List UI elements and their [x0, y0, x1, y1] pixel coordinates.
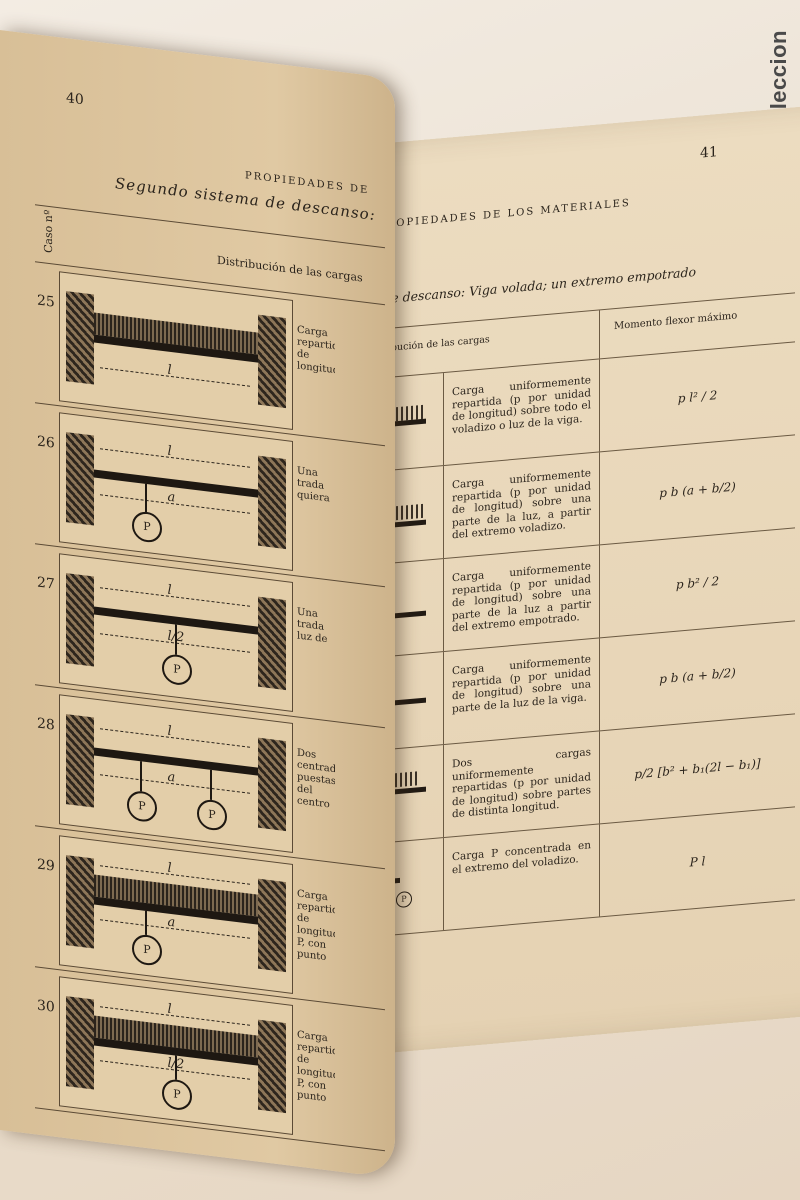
beam: [94, 469, 258, 498]
dim-span: l: [100, 583, 250, 607]
dim-span: l: [100, 363, 250, 387]
dim-span: l: [100, 724, 250, 748]
row-description: Carga uniformemente repartida (p por uni…: [444, 545, 600, 652]
point-load-icon: P: [162, 1077, 192, 1112]
wall-left: [66, 291, 94, 385]
header-distribution: Distribución de las cargas: [217, 253, 363, 285]
row-moment: p b² / 2: [675, 573, 720, 592]
wall-right: [258, 314, 286, 409]
wall-left: [66, 573, 94, 667]
case-text: Carga repartida de longitud: [297, 324, 335, 377]
header-case: Caso nº: [42, 209, 55, 254]
running-head: PROPIEDADES DE LOS MATERIALES: [378, 197, 631, 231]
case-number: 27: [37, 574, 55, 593]
row-description: Carga P concentrada en el extremo del vo…: [444, 824, 600, 931]
case-number: 29: [37, 856, 55, 875]
row-moment: p b (a + b/2): [659, 479, 736, 501]
case-text: Dos centrada puestas del centro: [297, 747, 335, 811]
point-load-icon: P: [127, 789, 157, 824]
load-rod: [145, 483, 147, 515]
row-moment: p/2 [b² + b₁(2l − b₁)]: [634, 756, 761, 782]
left-page: 40 PROPIEDADES DE Segundo sistema de des…: [0, 30, 395, 1179]
row-moment: p l² / 2: [677, 388, 718, 406]
wall-right: [258, 737, 286, 832]
load-rod: [175, 1055, 177, 1080]
dim-a: a: [100, 490, 250, 514]
dim-a: a: [100, 915, 250, 939]
case-text: Carga repartida de longitud P, con punto: [297, 1029, 335, 1105]
case-text: Una trada quiera: [297, 465, 330, 505]
case-number: 26: [37, 433, 55, 452]
load-rod: [210, 769, 212, 801]
beam-figure: l a P: [59, 412, 293, 571]
point-load-icon: P: [197, 798, 227, 832]
row-description: Carga uniformemente repartida (p por uni…: [444, 359, 600, 466]
wall-right: [258, 596, 286, 691]
point-load-icon: P: [132, 510, 162, 544]
dim-a: a: [100, 770, 250, 794]
point-load-icon: P: [396, 890, 412, 909]
section-subtitle: ma de descanso: Viga volada; un extremo …: [360, 263, 697, 309]
wall-left: [66, 714, 94, 808]
wall-left: [66, 432, 94, 526]
wall-left: [66, 996, 94, 1090]
load-rod: [175, 624, 177, 655]
case-text: Carga repartida de longitud P, con punto: [297, 888, 335, 964]
point-load-icon: P: [162, 652, 192, 687]
case-text: Una trada luz de: [297, 606, 328, 646]
wall-left: [66, 855, 94, 949]
dim-span: l: [100, 444, 250, 468]
row-moment: P l: [689, 854, 706, 870]
row-description: Carga uniformemente repartida (p por uni…: [444, 638, 600, 745]
wall-right: [258, 878, 286, 973]
case-number: 25: [37, 292, 55, 311]
beam-figure: l l/2 P: [59, 976, 293, 1135]
case-number: 30: [37, 997, 55, 1016]
beam-figure: l: [59, 271, 293, 430]
load-rod: [145, 910, 147, 936]
cases-table: Caso nº Distribución de las cargas 25 l …: [35, 204, 385, 1152]
page-number: 40: [66, 90, 84, 109]
wall-right: [258, 1019, 286, 1114]
beam-figure: l a P P: [59, 694, 293, 853]
loads-table: Distribución de las cargas Momento flexo…: [350, 292, 795, 940]
case-number: 28: [37, 715, 55, 734]
right-page: 41 PROPIEDADES DE LOS MATERIALES ma de d…: [330, 106, 800, 1059]
load-rod: [140, 761, 142, 792]
beam-figure: l a P: [59, 835, 293, 994]
row-description: Dos cargas uniformemente repartidas (p p…: [444, 731, 600, 838]
row-moment: p b (a + b/2): [659, 665, 736, 687]
beam: [94, 747, 258, 776]
wall-right: [258, 455, 286, 550]
point-load-icon: P: [132, 933, 162, 967]
beam-figure: l l/2 P: [59, 553, 293, 712]
row-description: Carga uniformemente repartida (p por uni…: [444, 452, 600, 559]
page-number: 41: [700, 144, 718, 162]
